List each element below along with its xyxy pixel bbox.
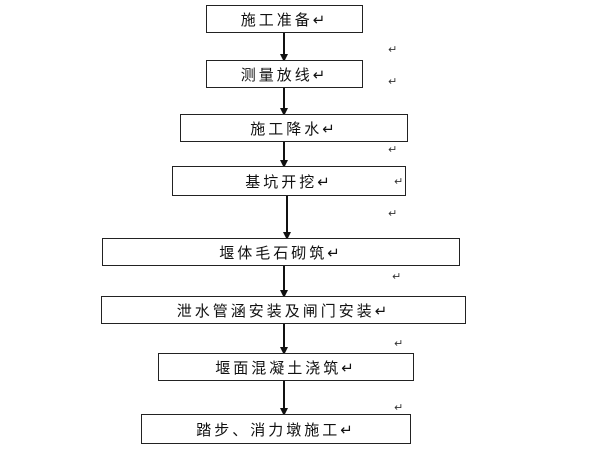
step-label-5: 堰体毛石砌筑↵ [219, 243, 343, 262]
step-box-4: 基坑开挖↵ [172, 166, 406, 196]
step-label-3: 施工降水↵ [250, 119, 338, 138]
paragraph-mark: ↵ [388, 207, 398, 220]
paragraph-mark: ↵ [394, 337, 404, 350]
paragraph-mark: ↵ [388, 143, 398, 156]
step-label-6: 泄水管涵安装及闸门安装↵ [176, 301, 391, 320]
paragraph-mark: ↵ [392, 270, 402, 283]
paragraph-mark: ↵ [394, 401, 404, 414]
paragraph-mark: ↵ [394, 175, 404, 188]
step-label-4: 基坑开挖↵ [245, 172, 333, 191]
step-box-8: 踏步、消力墩施工↵ [141, 414, 411, 444]
step-box-6: 泄水管涵安装及闸门安装↵ [101, 296, 466, 324]
step-box-5: 堰体毛石砌筑↵ [102, 238, 460, 266]
paragraph-mark: ↵ [388, 43, 398, 56]
step-label-1: 施工准备↵ [240, 10, 329, 29]
step-box-3: 施工降水↵ [180, 114, 408, 142]
step-box-1: 施工准备↵ [206, 5, 363, 33]
step-label-2: 测量放线↵ [240, 65, 329, 84]
step-label-8: 踏步、消力墩施工↵ [196, 420, 356, 439]
paragraph-mark: ↵ [388, 75, 398, 88]
step-box-7: 堰面混凝土浇筑↵ [158, 353, 414, 381]
step-box-2: 测量放线↵ [206, 60, 363, 88]
step-label-7: 堰面混凝土浇筑↵ [215, 358, 357, 377]
